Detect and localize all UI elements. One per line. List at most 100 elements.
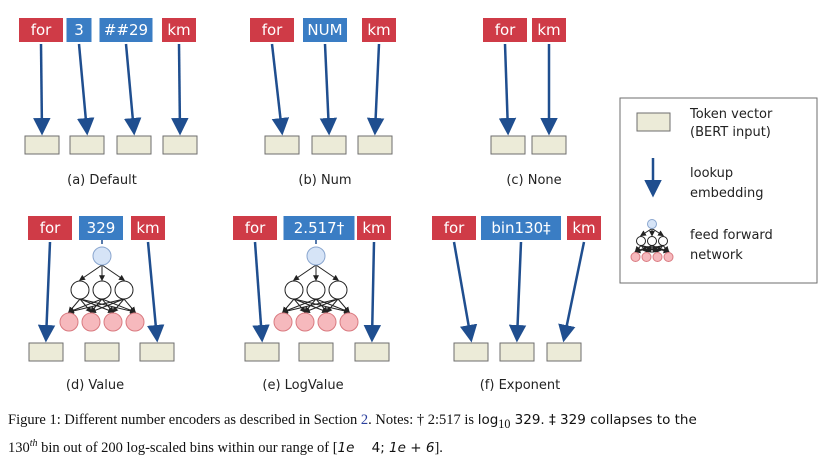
legend-ffn-edges [634,228,670,254]
caption-log-subscript: 10 [498,416,511,431]
lookup-arrow [366,43,385,136]
panel-1: for NUM km (b) Num [250,18,396,188]
token-box [357,216,391,240]
token-label: km [167,21,190,39]
token-label: km [367,21,390,39]
caption-range-b: 1e + 6 [389,439,435,456]
lookup-arrow [319,43,338,136]
token-vector [546,342,582,362]
legend-ffn-icon [630,219,674,262]
legend-ffn-hidden-node [658,236,668,246]
section-link[interactable]: 2 [360,412,369,428]
token-label: km [136,219,159,237]
legend-ffn-output-node [630,252,641,262]
lookup-arrow [77,43,95,136]
token-label: ##29 [104,21,148,39]
token-box [66,18,92,42]
panel-4-ffn-output-node [295,312,315,332]
panel-3-ffn-edges [67,264,137,314]
token-label: for [262,21,283,39]
lookup-arrow [33,43,51,136]
token-vector [139,342,175,362]
token-box [19,18,63,42]
token-box [567,216,601,240]
panel-4-ffn-output-node [339,312,359,332]
lookup-arrow [558,241,586,343]
token-box [250,18,294,42]
token-box [481,216,561,240]
token-label: 2.517† [294,219,345,237]
legend-ffn-output-node [652,252,663,262]
panel-label: (f) Exponent [480,378,561,393]
caption-after-log: 329. ‡ 329 collapses to the [510,412,697,428]
caption-log: log [477,412,499,428]
legend-lookup-label: lookup [690,166,733,181]
panel-2: for km (c) None [483,18,567,188]
caption-line2-start: 130 [8,439,30,456]
token-label: for [40,219,61,237]
legend-lookup-sublabel: embedding [690,186,764,201]
panel-label: (b) Num [298,173,351,188]
panel-3-ffn-hidden-node [70,280,90,300]
token-vector [499,342,535,362]
token-box [79,216,123,240]
token-box [28,216,72,240]
caption-prefix: Figure 1: Different number encoders as d… [8,412,361,428]
token-label: for [495,21,516,39]
token-label: for [444,219,465,237]
legend-ffn-hidden-node [647,236,657,246]
lookup-arrow [270,43,290,136]
panel-3-ffn-output-node [125,312,145,332]
token-label: km [537,21,560,39]
panel-label: (c) None [506,173,561,188]
token-vector [490,135,526,155]
panel-4-ffn-output-node [273,312,293,332]
lookup-arrow [452,241,478,343]
token-vector [357,135,393,155]
panel-3-ffn [59,246,145,332]
caption-line2-rest: bin out of 200 log-scaled bins within ou… [37,439,338,456]
panel-3-ffn-hidden-node [92,280,112,300]
token-label: NUM [307,21,342,39]
lookup-arrow [124,43,142,136]
legend-vector-icon [636,112,671,132]
token-box [303,18,347,42]
token-vector [264,135,300,155]
token-vector [298,342,334,362]
token-label: km [572,219,595,237]
token-label: bin130‡ [491,219,551,237]
panel-label: (d) Value [66,378,124,393]
token-box [283,216,355,240]
legend-ffn-output-node [663,252,674,262]
token-box [432,216,476,240]
token-vector [531,135,567,155]
token-vector [116,135,152,155]
figure-caption: Figure 1: Different number encoders as d… [8,410,820,458]
caption-range-end: ]. [434,439,443,456]
caption-superscript: th [29,437,38,449]
token-label: km [362,219,385,237]
token-vector [354,342,390,362]
panel-3-ffn-input-node [92,246,112,266]
caption-notes: . Notes: † 2:517 is [368,412,478,428]
panel-3-ffn-output-node [81,312,101,332]
token-box [131,216,165,240]
caption-range-gap: 4; [354,439,390,456]
token-vector [453,342,489,362]
lookup-arrow [508,241,527,343]
token-box [233,216,277,240]
token-box [532,18,566,42]
token-label: for [245,219,266,237]
token-box [483,18,527,42]
lookup-arrow [171,43,189,136]
panel-4-ffn-hidden-node [284,280,304,300]
panel-3-ffn-output-node [59,312,79,332]
token-box [162,18,196,42]
token-vector [244,342,280,362]
legend-ffn-sublabel: network [690,248,743,263]
panel-label: (a) Default [67,173,137,188]
lookup-arrow [146,241,165,343]
